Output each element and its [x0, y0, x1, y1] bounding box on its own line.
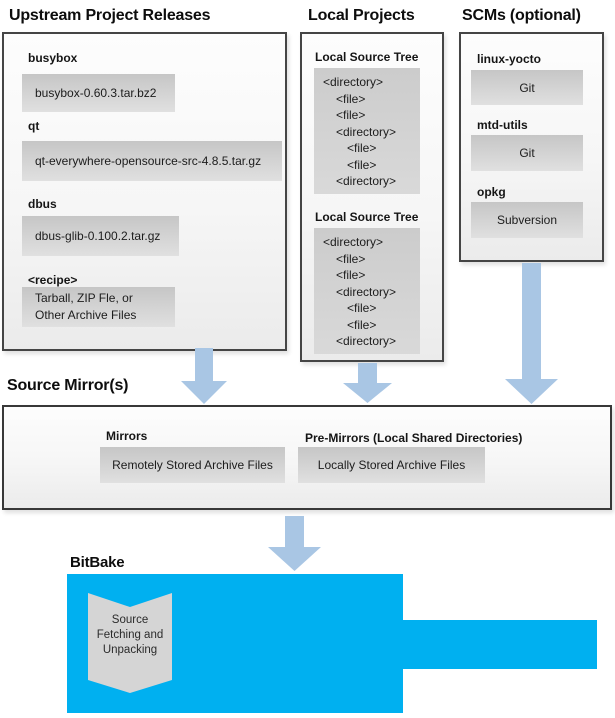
source-fetching-line1: Source	[111, 614, 149, 626]
recipe-archive-line2: Other Archive Files	[35, 308, 137, 322]
recipe-label: <recipe>	[28, 273, 78, 287]
local-source-tree-box-1: <directory> <file> <file> <directory> <f…	[314, 68, 420, 194]
premirrors-archive-box: Locally Stored Archive Files	[298, 447, 485, 483]
tree-line: <file>	[336, 268, 366, 282]
mirrors-archive-box: Remotely Stored Archive Files	[100, 447, 285, 483]
busybox-label: busybox	[28, 51, 78, 65]
qt-label: qt	[28, 119, 40, 133]
bitbake-output-pipe	[403, 620, 597, 669]
tree-line: <file>	[336, 108, 366, 122]
busybox-archive-box: busybox-0.60.3.tar.bz2	[22, 74, 175, 112]
arrow-scms-to-mirrors	[505, 263, 558, 404]
linux-yocto-label: linux-yocto	[477, 52, 542, 66]
source-mirrors-panel: Mirrors Remotely Stored Archive Files Pr…	[2, 405, 612, 510]
local-source-tree-box-2: <directory> <file> <file> <directory> <f…	[314, 228, 420, 354]
upstream-title: Upstream Project Releases	[9, 7, 211, 24]
mirrors-archive-text: Remotely Stored Archive Files	[112, 458, 273, 472]
mirrors-label: Mirrors	[106, 429, 148, 443]
tree-line: <file>	[336, 251, 366, 266]
dbus-archive-box: dbus-glib-0.100.2.tar.gz	[22, 216, 179, 256]
tree-line: <directory>	[336, 124, 397, 139]
upstream-panel: busybox busybox-0.60.3.tar.bz2 qt qt-eve…	[2, 32, 287, 351]
linux-yocto-scm-box: Git	[471, 70, 583, 105]
tree-line: <directory>	[323, 235, 384, 249]
local-projects-title: Local Projects	[308, 7, 415, 24]
busybox-archive-text: busybox-0.60.3.tar.bz2	[35, 86, 157, 100]
mtd-utils-scm-text: Git	[519, 146, 535, 160]
opkg-scm-text: Subversion	[496, 213, 558, 227]
local-source-tree-label-1: Local Source Tree	[315, 50, 419, 64]
qt-archive-text: qt-everywhere-opensource-src-4.8.5.tar.g…	[35, 154, 262, 168]
premirrors-archive-text: Locally Stored Archive Files	[317, 458, 466, 472]
tree-line: <directory>	[323, 75, 384, 89]
mtd-utils-scm-box: Git	[471, 135, 583, 171]
premirrors-label: Pre-Mirrors (Local Shared Directories)	[305, 431, 523, 445]
local-projects-panel: Local Source Tree <directory> <file> <fi…	[300, 32, 444, 362]
arrow-mirrors-to-bitbake	[268, 516, 321, 571]
opkg-scm-box: Subversion	[471, 202, 583, 238]
source-fetching-line3: Unpacking	[102, 644, 158, 656]
tree-line: <file>	[347, 157, 377, 172]
qt-archive-box: qt-everywhere-opensource-src-4.8.5.tar.g…	[22, 141, 282, 181]
source-fetching-line2: Fetching and	[96, 629, 164, 641]
tree-line: <directory>	[336, 174, 397, 188]
local-source-tree-label-2: Local Source Tree	[315, 210, 419, 224]
scms-panel: linux-yocto Git mtd-utils Git opkg Subve…	[459, 32, 604, 262]
tree-line: <file>	[347, 141, 377, 155]
arrow-upstream-to-mirrors	[181, 348, 227, 404]
dbus-archive-text: dbus-glib-0.100.2.tar.gz	[35, 229, 161, 243]
dbus-label: dbus	[28, 197, 57, 211]
source-fetching-chevron: Source Fetching and Unpacking	[88, 593, 172, 693]
bitbake-title: BitBake	[70, 554, 125, 571]
tree-line: <file>	[336, 91, 366, 106]
tree-line: <file>	[347, 301, 377, 315]
arrow-local-projects-to-mirrors	[343, 363, 392, 403]
linux-yocto-scm-text: Git	[519, 80, 535, 95]
mtd-utils-label: mtd-utils	[477, 118, 528, 132]
tree-line: <directory>	[336, 284, 397, 299]
tree-line: <file>	[347, 317, 377, 332]
source-mirrors-title: Source Mirror(s)	[7, 377, 129, 394]
scms-title: SCMs (optional)	[462, 7, 581, 24]
tree-line: <directory>	[336, 334, 397, 348]
recipe-archive-box: Tarball, ZIP Fle, or Other Archive Files	[22, 287, 175, 327]
opkg-label: opkg	[477, 185, 506, 199]
recipe-archive-line1: Tarball, ZIP Fle, or	[35, 291, 133, 305]
